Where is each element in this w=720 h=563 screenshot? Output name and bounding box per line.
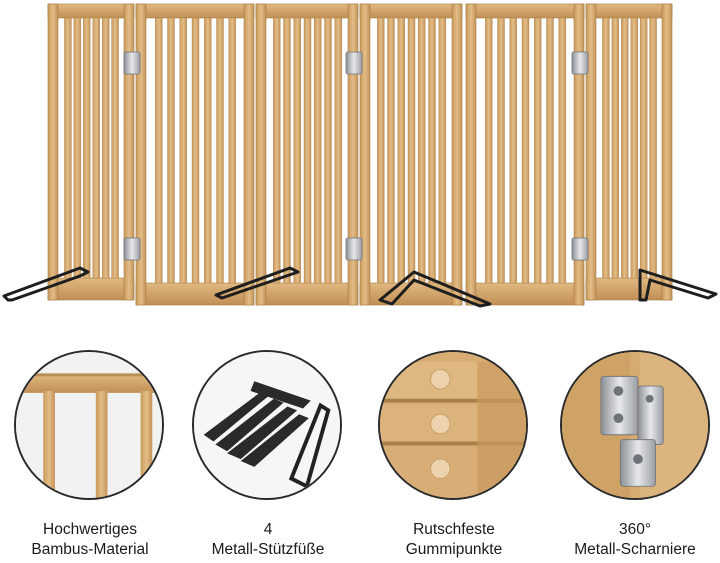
metal-support-feet-icon [194, 352, 340, 498]
gate-panel [465, 3, 585, 306]
gate-hinge [571, 51, 589, 75]
feature-caption-bamboo: Hochwertiges Bambus-Material [0, 520, 180, 560]
rubber-pads-detail [378, 350, 528, 500]
gate-panel [359, 3, 463, 306]
support-foot [378, 270, 492, 308]
metal-hinge-icon [562, 352, 708, 498]
gate-panel [585, 3, 673, 301]
metal-hinge-detail [560, 350, 710, 500]
rubber-pads-icon [380, 352, 526, 498]
gate-panel [255, 3, 359, 306]
gate-panel [135, 3, 255, 306]
caption-line: Metall-Stützfüße [211, 541, 325, 558]
caption-line: 4 [263, 521, 273, 538]
caption-line: Metall-Scharniere [574, 541, 696, 558]
feature-caption-feet: 4 Metall-Stützfüße [178, 520, 358, 560]
bamboo-material-detail [14, 350, 164, 500]
caption-line: Bambus-Material [31, 541, 149, 558]
gate-hinge [345, 237, 363, 261]
gate-hinge [123, 51, 141, 75]
caption-line: Gummipunkte [405, 541, 503, 558]
gate-panel [47, 3, 135, 301]
caption-line: 360° [618, 521, 652, 538]
gate-hinge [123, 237, 141, 261]
support-foot [214, 266, 300, 300]
metal-support-feet-detail [192, 350, 342, 500]
support-foot [638, 268, 718, 302]
feature-caption-rubber: Rutschfeste Gummipunkte [364, 520, 544, 560]
support-foot [2, 266, 90, 302]
bamboo-material-icon [16, 352, 162, 498]
feature-caption-hinge: 360° Metall-Scharniere [545, 520, 720, 560]
pet-gate-product-image [2, 3, 718, 308]
caption-line: Hochwertiges [43, 521, 137, 538]
gate-hinge [571, 237, 589, 261]
gate-hinge [345, 51, 363, 75]
caption-line: Rutschfeste [413, 521, 495, 538]
